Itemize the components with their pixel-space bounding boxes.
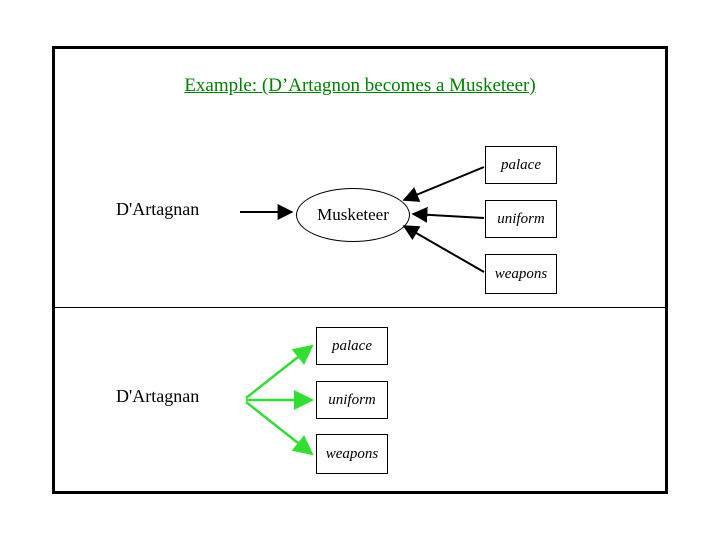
slide-title: Example: (D’Artagnon becomes a Musketeer… [184, 75, 536, 96]
bottom-box-weapons: weapons [316, 434, 388, 474]
top-source-label: D'Artagnan [116, 199, 200, 219]
musketeer-ellipse: Musketeer [296, 188, 410, 242]
bottom-box-uniform: uniform [316, 381, 388, 419]
bottom-box-palace: palace [316, 327, 388, 365]
top-box-weapons: weapons [485, 254, 557, 294]
bottom-source-label: D'Artagnan [116, 386, 200, 406]
top-box-uniform: uniform [485, 200, 557, 238]
slide-frame: Example: (D’Artagnon becomes a Musketeer… [52, 46, 668, 494]
top-box-palace: palace [485, 146, 557, 184]
section-divider [55, 307, 665, 308]
